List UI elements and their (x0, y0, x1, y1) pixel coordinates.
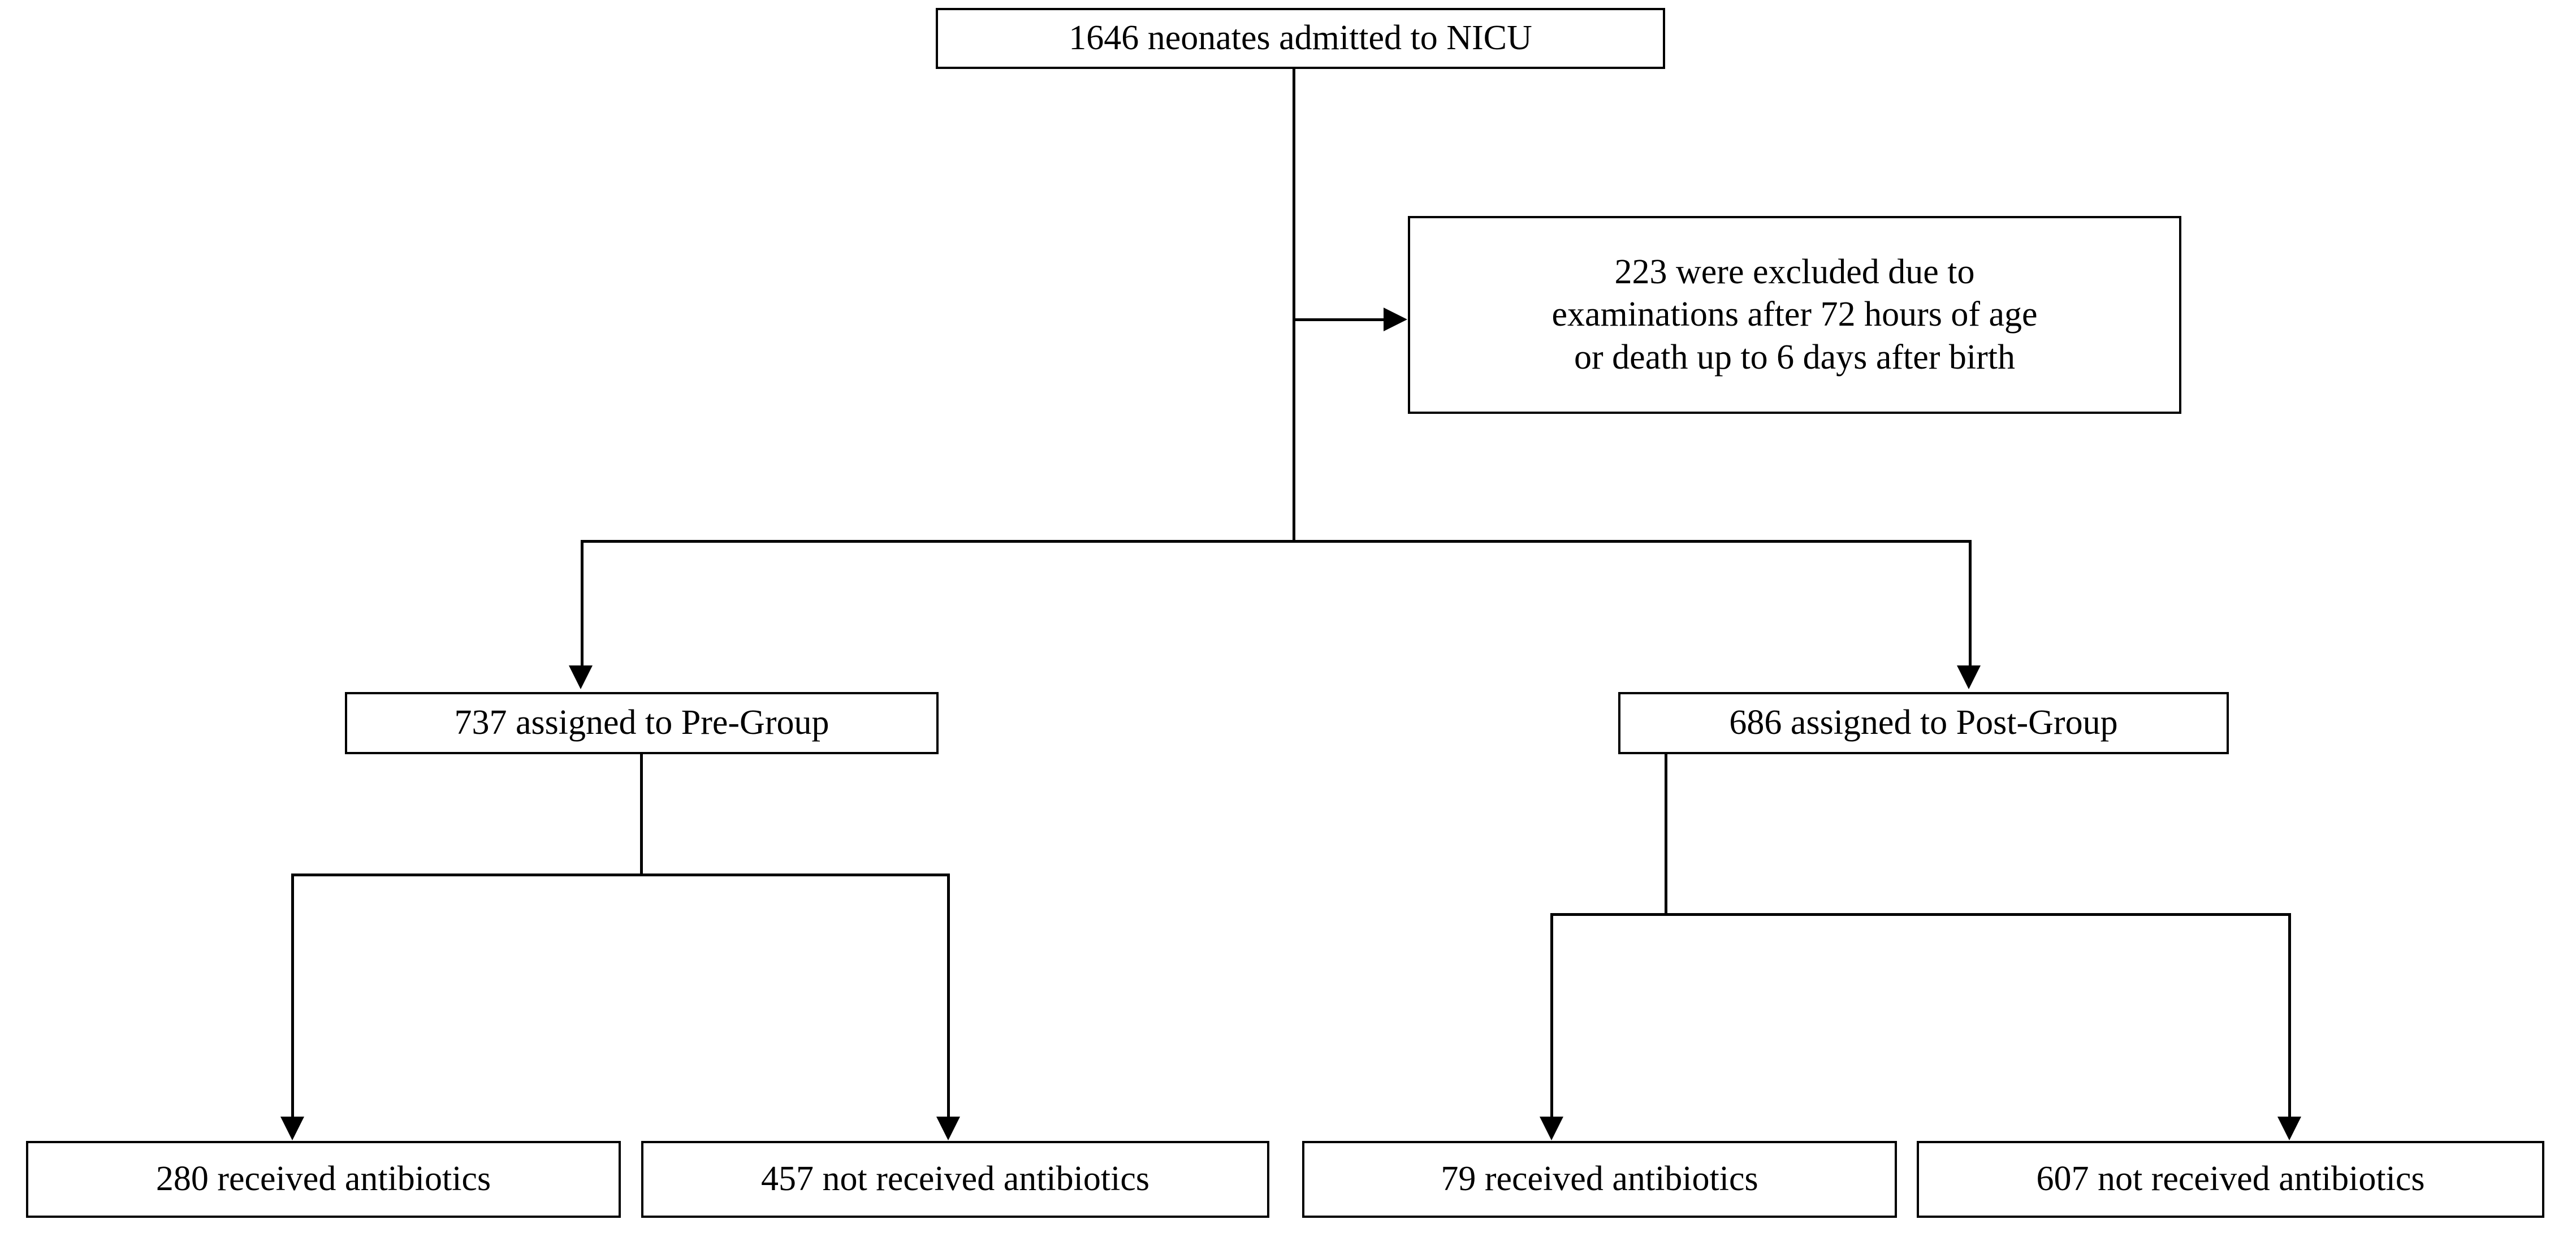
arrowhead-pre-not-received-icon (936, 1117, 960, 1140)
connector-exclusion-line (1295, 318, 1385, 321)
connector-to-post-not-received (2288, 913, 2291, 1117)
node-excluded: 223 were excluded due to examinations af… (1408, 216, 2181, 414)
connector-pre-outcome-split-bar (291, 874, 950, 876)
arrowhead-post-group-icon (1957, 665, 1981, 689)
node-pre-not-received-antibiotics: 457 not received antibiotics (641, 1141, 1269, 1218)
arrowhead-pre-received-icon (280, 1117, 304, 1140)
connector-to-pre-not-received (947, 874, 950, 1117)
node-pre-received-antibiotics: 280 received antibiotics (26, 1141, 621, 1218)
connector-group-split-bar (581, 540, 1972, 543)
node-pre-received-label: 280 received antibiotics (155, 1160, 491, 1199)
node-pre-group: 737 assigned to Pre-Group (345, 692, 939, 754)
node-enrollment-label: 1646 neonates admitted to NICU (1069, 19, 1532, 58)
node-pre-not-received-label: 457 not received antibiotics (761, 1160, 1149, 1199)
connector-to-pre-group (581, 540, 584, 665)
node-post-received-label: 79 received antibiotics (1441, 1160, 1758, 1199)
connector-enrollment-trunk (1293, 69, 1295, 542)
connector-to-pre-received (291, 874, 294, 1117)
node-excluded-line-3: or death up to 6 days after birth (1574, 338, 2015, 377)
node-post-group: 686 assigned to Post-Group (1618, 692, 2229, 754)
node-post-not-received-label: 607 not received antibiotics (2036, 1160, 2425, 1199)
arrowhead-post-not-received-icon (2277, 1117, 2301, 1140)
arrowhead-exclusion-icon (1384, 308, 1407, 331)
connector-post-outcome-split-bar (1550, 913, 2291, 916)
connector-to-post-received (1550, 913, 1553, 1117)
node-post-received-antibiotics: 79 received antibiotics (1302, 1141, 1897, 1218)
connector-post-group-trunk (1665, 754, 1667, 913)
connector-pre-group-trunk (640, 754, 643, 874)
node-pre-group-label: 737 assigned to Pre-Group (454, 703, 829, 742)
arrowhead-post-received-icon (1540, 1117, 1563, 1140)
connector-to-post-group (1969, 540, 1972, 665)
node-enrollment: 1646 neonates admitted to NICU (936, 8, 1665, 69)
node-excluded-line-1: 223 were excluded due to (1614, 252, 1975, 291)
node-post-not-received-antibiotics: 607 not received antibiotics (1917, 1141, 2544, 1218)
arrowhead-pre-group-icon (569, 665, 593, 689)
node-excluded-line-2: examinations after 72 hours of age (1551, 295, 2038, 334)
node-post-group-label: 686 assigned to Post-Group (1729, 703, 2118, 742)
